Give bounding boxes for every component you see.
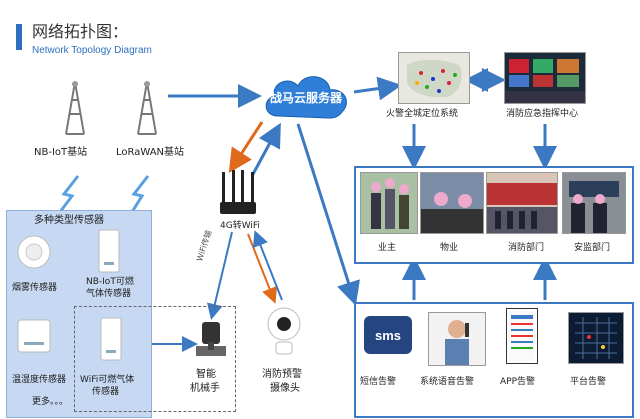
fire-location-map-image [398, 52, 470, 104]
cloud-server-label: 战马云服务器 [270, 91, 343, 105]
wifi-gas-label-1: WiFi可燃气体 [80, 375, 135, 385]
link-cloud-router [228, 121, 264, 174]
lorawan-tower-label: LoRaWAN基站 [116, 147, 185, 158]
recipient-label-1: 业主 [378, 243, 397, 253]
camera-label-1: 消防预警 [262, 369, 302, 380]
link-cloud-fire [353, 76, 402, 101]
camera-icon [267, 307, 301, 355]
temp-humidity-label: 温湿度传感器 [12, 375, 67, 385]
alert-label-2: 系统语音告警 [420, 377, 475, 387]
more-sensors-label: 更多。。。 [32, 397, 69, 407]
wireless-link-lorawan [130, 175, 150, 213]
nbiot-gas-sensor-icon [98, 229, 120, 273]
nbiot-tower-icon [65, 81, 85, 135]
link-router-camera [247, 233, 278, 304]
wireless-link-nbiot [58, 175, 80, 213]
manipulator-label-1: 智能 [196, 369, 216, 380]
command-center-image [504, 52, 586, 104]
nbiot-tower-label: NB-IoT基站 [34, 147, 88, 158]
safety-department-photo [562, 172, 626, 234]
sms-icon: sms [364, 316, 412, 354]
wifi-sensor-group [74, 306, 236, 412]
smoke-detector-icon [17, 235, 51, 269]
router-icon [220, 170, 256, 214]
page-title: 网络拓扑图： [32, 22, 129, 41]
alert-label-1: 短信告警 [360, 377, 397, 387]
link-router-cloud [250, 122, 281, 177]
smoke-sensor-label: 烟雾传感器 [12, 283, 58, 293]
voice-alert-photo [428, 312, 486, 366]
link-cloud-alerts [296, 123, 360, 306]
link-camera-router [252, 230, 283, 301]
wifi-gas-sensor-icon [100, 317, 122, 361]
recipient-label-3: 消防部门 [508, 243, 545, 253]
temp-humidity-sensor-icon [17, 319, 51, 353]
platform-alert-screen [568, 312, 624, 364]
owner-photo [360, 172, 418, 234]
sensor-panel-title: 多种类型传感器 [34, 215, 104, 226]
recipient-label-4: 安监部门 [574, 243, 611, 253]
command-center-label: 消防应急指挥中心 [506, 109, 579, 119]
alert-label-4: 平台告警 [570, 377, 607, 387]
router-label: 4G转WiFi [220, 221, 260, 231]
link-router-manipulator [206, 231, 233, 320]
nbiot-gas-label-2: 气体传感器 [86, 289, 132, 299]
recipient-label-2: 物业 [440, 243, 459, 253]
nbiot-gas-label-1: NB-IoT可燃 [86, 277, 134, 287]
manipulator-label-2: 机械手 [190, 383, 220, 394]
fire-department-photo [486, 172, 558, 234]
page-subtitle: Network Topology Diagram [32, 45, 152, 56]
lorawan-tower-icon [137, 81, 157, 135]
wifi-gas-label-2: 传感器 [92, 387, 120, 397]
app-alert-phone [506, 308, 538, 364]
camera-label-2: 摄像头 [270, 383, 300, 394]
property-photo [420, 172, 484, 234]
fire-location-label: 火警全城定位系统 [386, 109, 459, 119]
valve-manipulator-icon [196, 322, 226, 356]
title-accent-bar [16, 24, 22, 50]
cloud-server-icon [265, 76, 347, 119]
alert-label-3: APP告警 [500, 377, 536, 387]
